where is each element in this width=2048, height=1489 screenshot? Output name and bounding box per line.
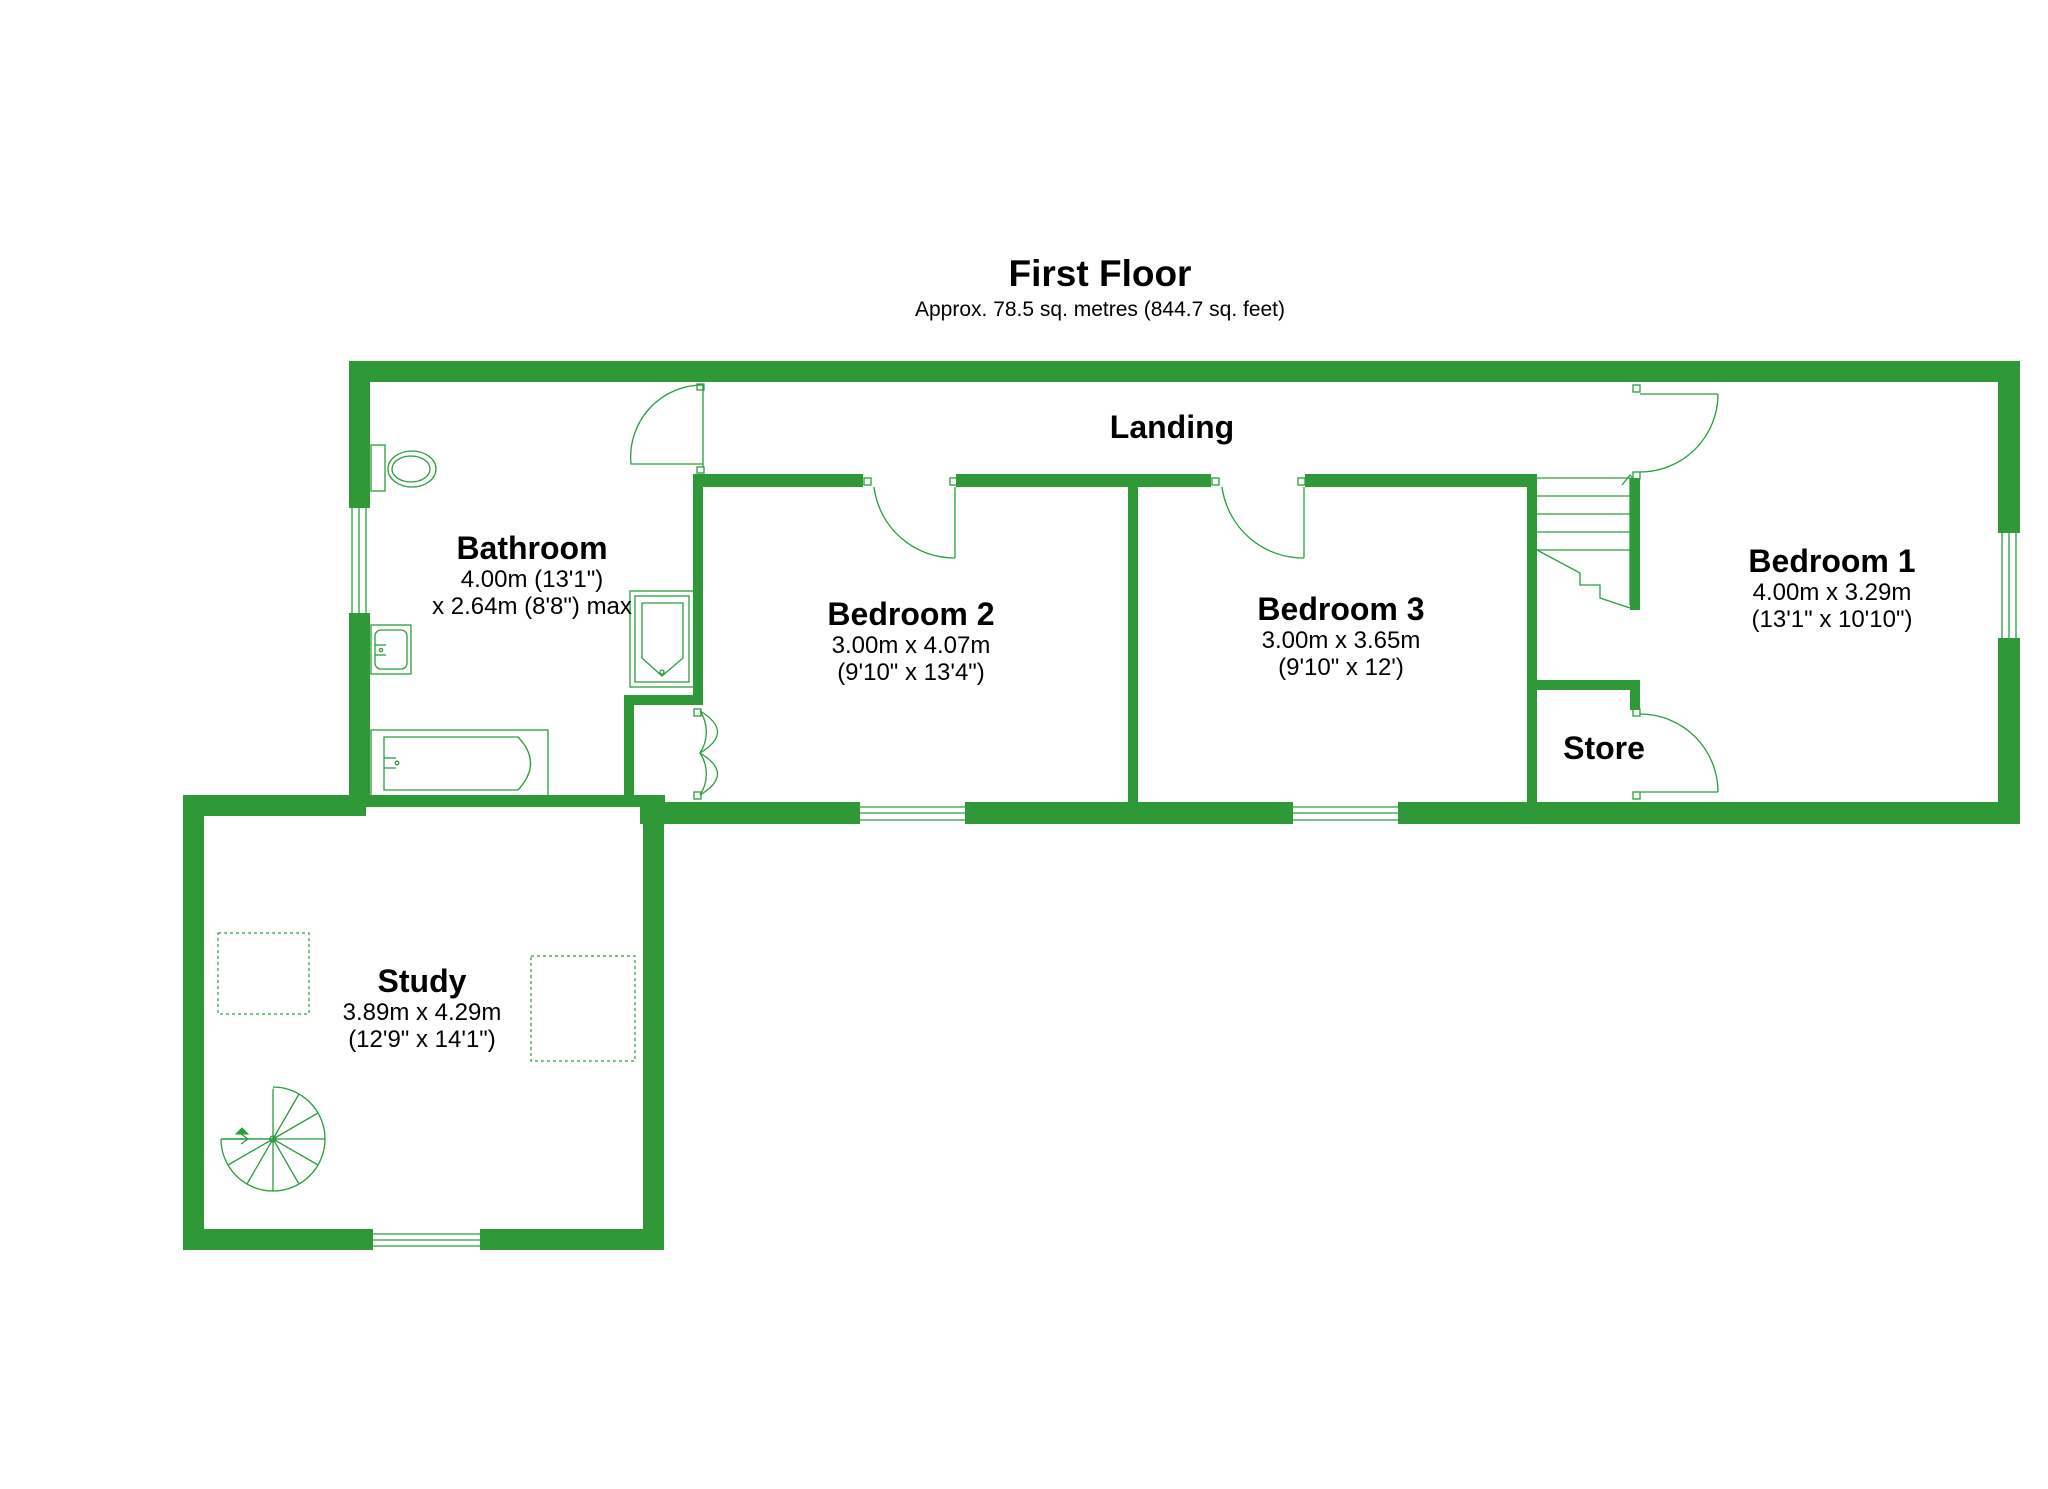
- room-bedroom1: Bedroom 1 4.00m x 3.29m (13'1" x 10'10"): [1748, 543, 1915, 633]
- wall-study-top-left: [183, 795, 366, 816]
- room-name-study: Study: [378, 963, 467, 999]
- room-name-bathroom: Bathroom: [456, 530, 607, 566]
- wall-store-top: [1527, 680, 1640, 690]
- door-bathroom: [630, 382, 706, 474]
- windows: [347, 508, 2022, 1252]
- room-bedroom3: Bedroom 3 3.00m x 3.65m (9'10" x 12'): [1257, 591, 1424, 681]
- room-name-bedroom3: Bedroom 3: [1257, 591, 1424, 627]
- staircase: [1536, 474, 1639, 680]
- wall-cupboard-top: [624, 695, 703, 705]
- wall-landing-lower-1: [693, 474, 863, 487]
- door-cupboard: [690, 705, 718, 802]
- door-store: [1628, 708, 1719, 802]
- floor-area: Approx. 78.5 sq. metres (844.7 sq. feet): [915, 298, 1285, 321]
- wall-stair-bed1-upper: [1630, 478, 1640, 610]
- wall-bed2-bed3: [1128, 480, 1138, 810]
- basin-icon: [370, 624, 412, 675]
- walls: [183, 361, 2020, 1250]
- skylight-icon-right: [530, 955, 636, 1062]
- door-bedroom3: [1211, 472, 1306, 559]
- room-bathroom: Bathroom 4.00m (13'1") x 2.64m (8'8") ma…: [432, 530, 632, 620]
- room-name-bedroom2: Bedroom 2: [827, 596, 994, 632]
- window-bathroom: [347, 508, 372, 613]
- wall-store-right: [1630, 680, 1640, 730]
- room-name-landing: Landing: [1110, 409, 1234, 445]
- room-dim-bathroom-1: 4.00m (13'1"): [461, 566, 604, 593]
- window-bedroom1: [1996, 533, 2022, 638]
- bathroom-fixtures: [370, 444, 695, 797]
- skylight-icon-left: [217, 932, 310, 1015]
- wall-landing-lower-3: [1138, 474, 1213, 487]
- room-dim-bedroom3-2: (9'10" x 12'): [1278, 654, 1404, 681]
- room-dim-bedroom1-1: 4.00m x 3.29m: [1753, 579, 1912, 606]
- wall-bed3-stair: [1527, 474, 1537, 810]
- wall-bottom-bathroom: [349, 795, 665, 807]
- wall-bath-bed2: [693, 474, 703, 704]
- wall-study-left: [183, 795, 204, 1250]
- room-study: Study 3.89m x 4.29m (12'9" x 14'1"): [343, 963, 502, 1053]
- doors: [630, 382, 1719, 802]
- room-dim-bedroom2-1: 3.00m x 4.07m: [832, 632, 991, 659]
- room-store: Store: [1563, 730, 1645, 766]
- room-dim-bedroom2-2: (9'10" x 13'4"): [837, 659, 985, 686]
- door-bedroom2: [863, 472, 958, 559]
- room-dim-bathroom-2: x 2.64m (8'8") max: [432, 593, 632, 620]
- window-bedroom3: [1293, 800, 1398, 826]
- bath-icon: [370, 729, 549, 797]
- shower-icon: [629, 590, 695, 688]
- room-dim-bedroom1-2: (13'1" x 10'10"): [1752, 606, 1913, 633]
- spiral-staircase-icon: [219, 1085, 326, 1192]
- room-name-bedroom1: Bedroom 1: [1748, 543, 1915, 579]
- window-study: [373, 1227, 480, 1252]
- wall-top: [349, 361, 2020, 382]
- room-bedroom2: Bedroom 2 3.00m x 4.07m (9'10" x 13'4"): [827, 596, 994, 686]
- wall-study-right: [643, 807, 664, 1250]
- window-bedroom2: [860, 800, 965, 826]
- room-dim-bedroom3-1: 3.00m x 3.65m: [1262, 627, 1421, 654]
- room-dim-study-1: 3.89m x 4.29m: [343, 999, 502, 1026]
- room-landing: Landing: [1110, 409, 1234, 445]
- wall-cupboard-left: [624, 695, 634, 805]
- study-fixtures: [217, 932, 636, 1192]
- door-bedroom1: [1628, 382, 1719, 480]
- wall-landing-lower-4: [1305, 474, 1537, 487]
- room-name-store: Store: [1563, 730, 1645, 766]
- room-dim-study-2: (12'9" x 14'1"): [348, 1026, 496, 1053]
- toilet-icon: [370, 444, 437, 492]
- floor-title: First Floor: [1009, 253, 1192, 294]
